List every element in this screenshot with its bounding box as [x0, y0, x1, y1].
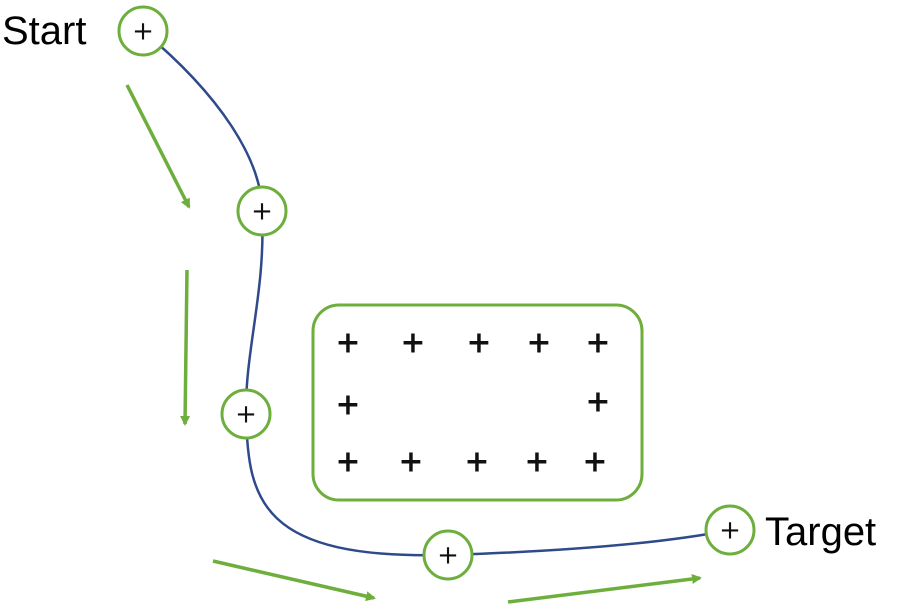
- obstacle-point-1: +: [335, 326, 360, 361]
- obstacle-point-11: +: [524, 445, 549, 480]
- waypoint-start: +: [117, 5, 169, 57]
- waypoint-3: +: [220, 388, 272, 440]
- obstacle-point-2: +: [400, 326, 425, 361]
- direction-arrow-4: [507, 574, 702, 604]
- waypoint-plus-icon: +: [437, 541, 459, 571]
- target-label: Target: [765, 510, 876, 554]
- waypoint-plus-icon: +: [251, 197, 273, 227]
- obstacle-point-5: +: [585, 326, 610, 361]
- waypoint-circle-icon: [422, 529, 474, 581]
- obstacle-region: [311, 303, 644, 502]
- direction-arrow-1: [125, 84, 191, 209]
- direction-arrow-3: [212, 559, 376, 602]
- waypoint-circle-icon: [236, 185, 288, 237]
- obstacle-point-3: +: [466, 326, 491, 361]
- obstacle-point-7: +: [585, 385, 610, 420]
- waypoint-2: +: [236, 185, 288, 237]
- waypoint-circle-icon: [704, 504, 756, 556]
- obstacle-point-4: +: [526, 326, 551, 361]
- start-label: Start: [2, 9, 86, 53]
- waypoint-4: +: [422, 529, 474, 581]
- waypoint-plus-icon: +: [719, 516, 741, 546]
- obstacle-point-9: +: [398, 445, 423, 480]
- waypoint-plus-icon: +: [235, 400, 257, 430]
- direction-arrow-2: [180, 269, 191, 426]
- waypoint-plus-icon: +: [132, 17, 154, 47]
- obstacle-point-6: +: [335, 388, 360, 423]
- obstacle-point-10: +: [464, 445, 489, 480]
- waypoint-target: +: [704, 504, 756, 556]
- waypoint-circle-icon: [220, 388, 272, 440]
- obstacle-point-8: +: [335, 445, 360, 480]
- waypoint-circle-icon: [117, 5, 169, 57]
- obstacle-point-12: +: [582, 445, 607, 480]
